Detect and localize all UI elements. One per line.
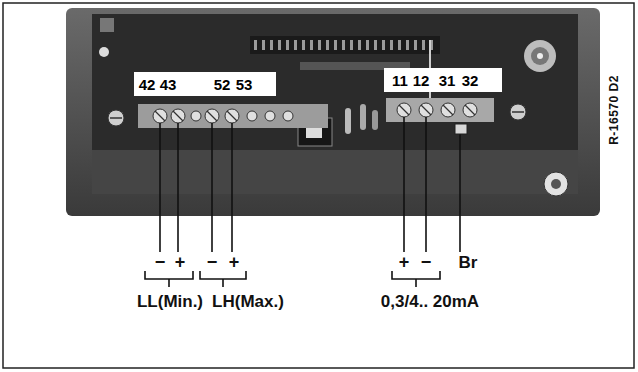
wire-label: Br <box>459 254 478 271</box>
terminal-number: 12 <box>413 73 430 88</box>
terminal-number: 42 <box>139 77 156 92</box>
terminal-number: 43 <box>160 77 177 92</box>
signal-name: LH(Max.) <box>212 293 284 310</box>
polarity-sign: + <box>229 253 240 271</box>
signal-name: LL(Min.) <box>137 293 203 310</box>
polarity-sign: + <box>175 253 186 271</box>
polarity-sign: − <box>155 253 166 271</box>
terminal-number: 11 <box>392 73 408 88</box>
terminal-number: 31 <box>439 73 456 88</box>
terminal-number: 53 <box>236 77 253 92</box>
polarity-sign: − <box>207 253 218 271</box>
terminal-number: 32 <box>462 73 479 88</box>
signal-name: 0,3/4.. 20mA <box>381 293 479 310</box>
polarity-sign: − <box>421 253 432 271</box>
terminal-number: 52 <box>214 77 231 92</box>
drawing-number: R-16570 D2 <box>608 75 620 145</box>
polarity-sign: + <box>399 253 410 271</box>
